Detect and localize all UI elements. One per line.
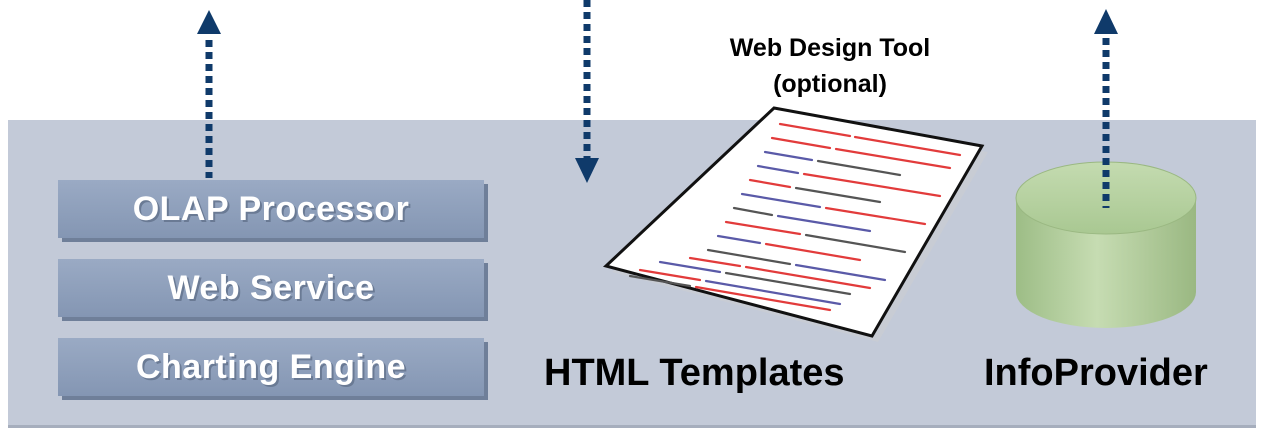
html-template-document-icon bbox=[603, 106, 988, 342]
charting-engine-label: Charting Engine bbox=[135, 347, 407, 386]
web-design-tool-line2: (optional) bbox=[773, 70, 887, 98]
html-templates-label: HTML Templates bbox=[544, 352, 845, 394]
web-design-tool-caption: Web Design Tool (optional) bbox=[680, 30, 980, 102]
web-design-tool-line1: Web Design Tool bbox=[729, 34, 931, 62]
templates-down-arrow bbox=[575, 0, 599, 183]
web-service-label: Web Service bbox=[167, 268, 375, 307]
olap-processor-label: OLAP Processor bbox=[132, 189, 410, 228]
olap-up-arrow bbox=[197, 10, 221, 178]
infoprovider-up-arrow bbox=[1094, 9, 1118, 208]
web-service-box: Web Service bbox=[58, 259, 484, 317]
charting-engine-box: Charting Engine bbox=[58, 338, 484, 396]
olap-processor-box: OLAP Processor bbox=[58, 180, 484, 238]
infoprovider-label: InfoProvider bbox=[984, 352, 1208, 394]
